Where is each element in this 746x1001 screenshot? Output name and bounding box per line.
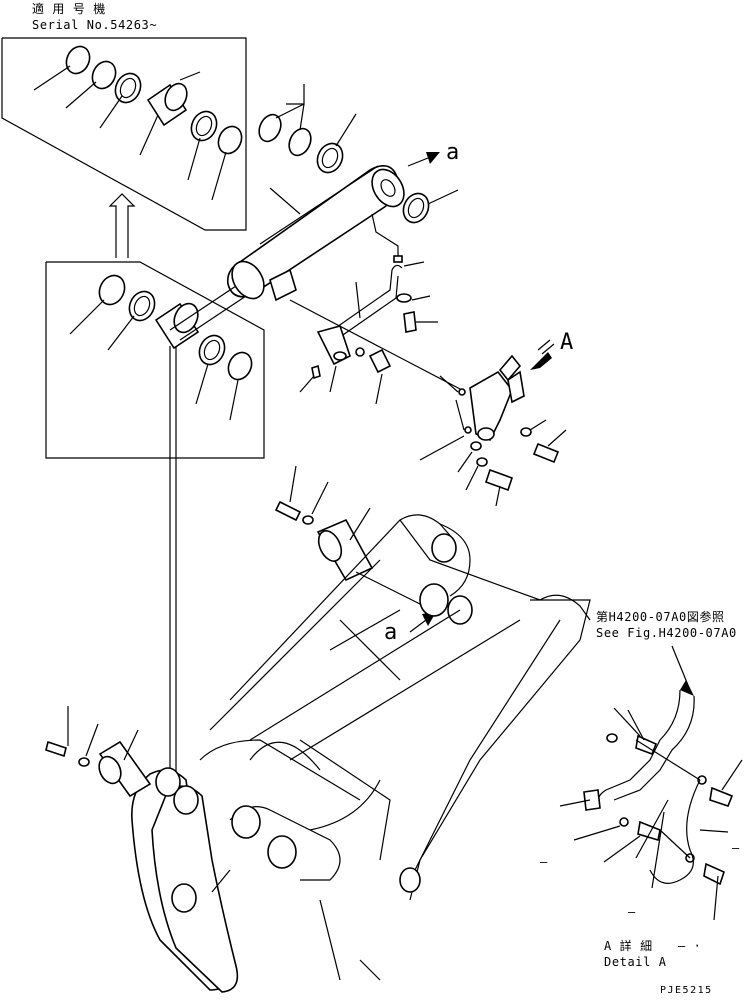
cylinder-parts xyxy=(169,84,459,341)
hose-assembly xyxy=(289,261,466,405)
detail-dash-1: – xyxy=(540,855,548,869)
view-a-label: A xyxy=(560,330,574,355)
upper-inset-box xyxy=(1,37,247,231)
reference-figure-jp: 第H4200-07A0図参照 xyxy=(596,610,725,624)
boom-frame xyxy=(199,514,591,981)
detail-a-en: Detail A xyxy=(604,955,667,969)
applicability-label: 適 用 号 機 xyxy=(32,2,106,16)
detail-a-jp: A 詳 細 xyxy=(604,939,653,953)
valve-fitting xyxy=(419,339,567,507)
reference-figure-en: See Fig.H4200-07A0 xyxy=(596,626,737,640)
arrow-a-top-label: a xyxy=(446,140,460,165)
detail-dash-2: – xyxy=(732,841,740,855)
upgrade-arrow xyxy=(108,193,136,258)
serial-number-label: Serial No.54263~ xyxy=(32,18,158,32)
bellcrank-link xyxy=(45,706,239,993)
boom-pin-top xyxy=(274,465,436,633)
figure-code: PJE5215 xyxy=(660,985,713,996)
detail-a-drawing xyxy=(559,645,743,921)
detail-a-dashes: – · xyxy=(678,939,702,953)
arrow-a-frame-label: a xyxy=(384,620,398,645)
detail-dash-3: – xyxy=(628,905,636,919)
